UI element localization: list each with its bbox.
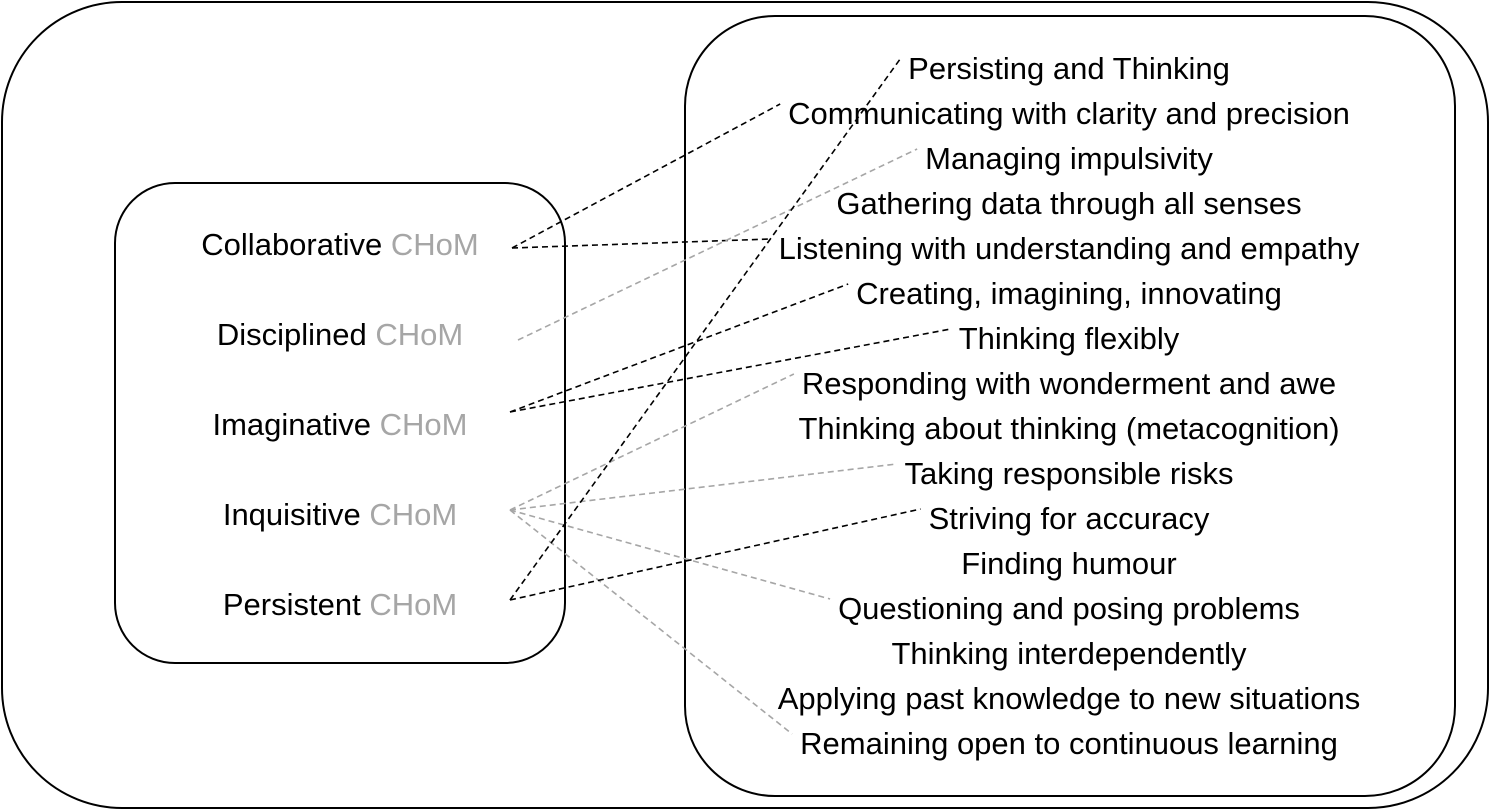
- habit-label: Managing impulsivity: [925, 141, 1213, 176]
- habits-container: [684, 15, 1456, 797]
- connector-line-inquisitive-to-habit-12: [509, 509, 831, 600]
- category-label-disciplined: Disciplined CHoM: [217, 317, 463, 352]
- habit-label: Thinking flexibly: [959, 321, 1180, 356]
- habit-label: Finding humour: [961, 546, 1176, 581]
- connector-line-disciplined-to-habit-2: [517, 148, 918, 341]
- habit-label: Responding with wonderment and awe: [802, 366, 1336, 401]
- connector-line-inquisitive-to-habit-7: [509, 373, 795, 511]
- connector-line-collaborative-to-habit-4: [511, 238, 771, 249]
- habit-label: Striving for accuracy: [929, 501, 1210, 536]
- connector-line-imaginative-to-habit-5: [509, 283, 849, 413]
- connector-line-persistent-to-habit-0: [509, 58, 901, 601]
- categories-container: [114, 182, 566, 664]
- habit-label: Thinking interdependently: [891, 636, 1247, 671]
- connector-line-collaborative-to-habit-1: [511, 103, 781, 249]
- habit-label: Questioning and posing problems: [838, 591, 1300, 626]
- connector-line-inquisitive-to-habit-9: [509, 463, 897, 511]
- habit-label: Gathering data through all senses: [836, 186, 1301, 221]
- habit-label: Applying past knowledge to new situation…: [778, 681, 1360, 716]
- habit-labels: Persisting and Thinking Communicating wi…: [778, 51, 1360, 761]
- category-labels: Collaborative CHoM Disciplined CHoM Imag…: [201, 227, 478, 622]
- category-label-collaborative: Collaborative CHoM: [201, 227, 478, 262]
- connector-line-imaginative-to-habit-6: [509, 328, 951, 413]
- habit-label: Thinking about thinking (metacognition): [798, 411, 1339, 446]
- habit-label: Creating, imagining, innovating: [856, 276, 1282, 311]
- category-label-persistent: Persistent CHoM: [223, 587, 457, 622]
- category-label-inquisitive: Inquisitive CHoM: [223, 497, 457, 532]
- connector-line-inquisitive-to-habit-15: [509, 509, 793, 735]
- connector-lines: [509, 58, 951, 735]
- category-label-imaginative: Imaginative CHoM: [213, 407, 468, 442]
- habit-label: Persisting and Thinking: [908, 51, 1230, 86]
- habit-label: Listening with understanding and empathy: [779, 231, 1360, 266]
- habit-label: Communicating with clarity and precision: [788, 96, 1350, 131]
- habit-label: Remaining open to continuous learning: [800, 726, 1338, 761]
- habit-label: Taking responsible risks: [904, 456, 1233, 491]
- connector-line-persistent-to-habit-10: [509, 508, 921, 601]
